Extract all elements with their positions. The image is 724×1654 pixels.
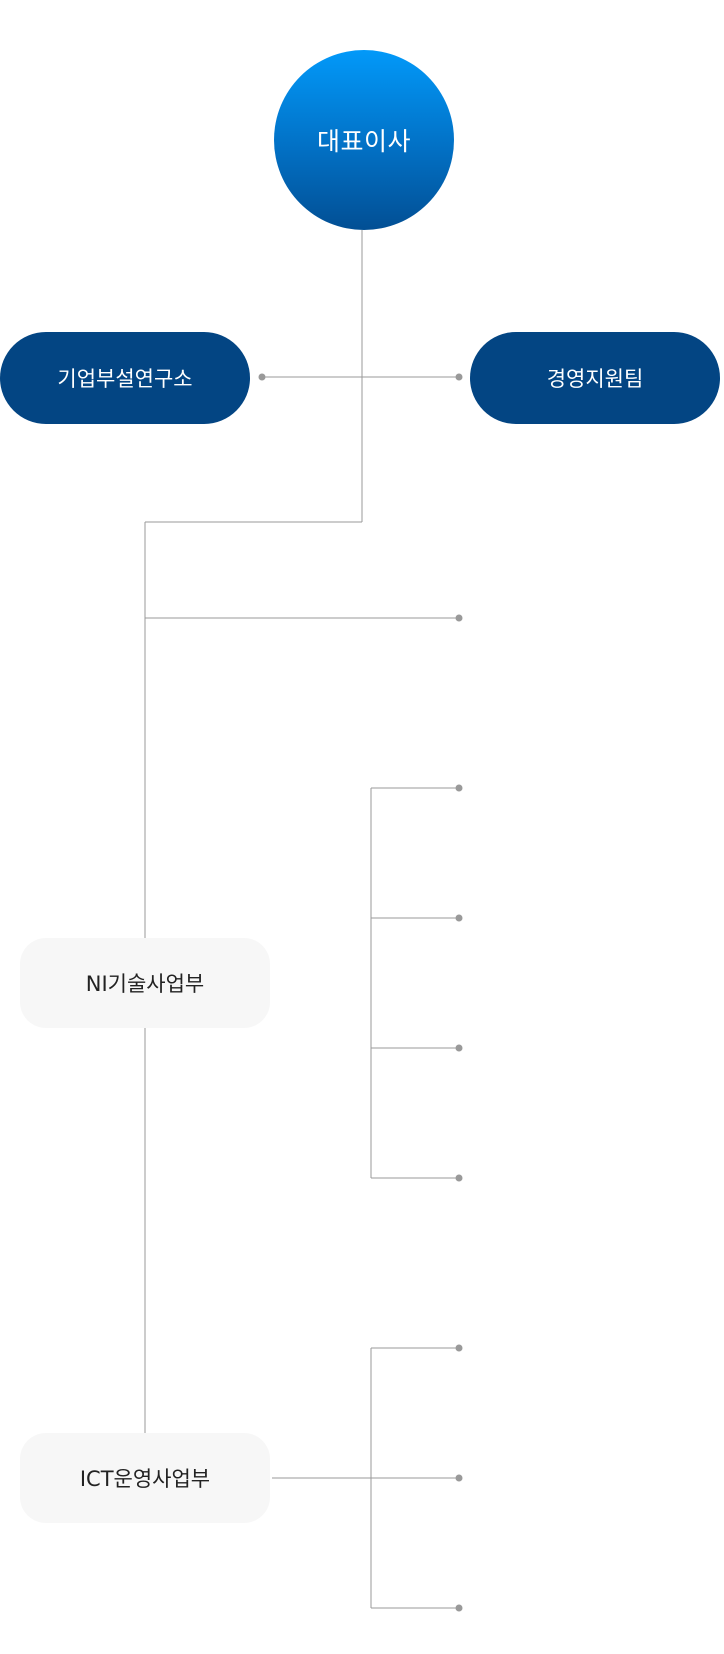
connector-dot — [455, 1174, 463, 1182]
connector-dot — [455, 784, 463, 792]
ceo-label: 대표이사 — [316, 127, 411, 156]
connector-dot — [455, 1604, 463, 1612]
ceo-node: 대표이사 — [274, 50, 454, 230]
connector-dot — [258, 373, 266, 381]
management-support-node: 경영지원팀 — [470, 332, 720, 424]
connector-dot — [455, 614, 463, 622]
ict-division-label: ICT운영사업부 — [79, 1467, 211, 1491]
connector-dot — [455, 1474, 463, 1482]
connector-dot — [455, 373, 463, 381]
ict-division-node: ICT운영사업부 — [20, 1433, 270, 1523]
research-lab-node: 기업부설연구소 — [0, 332, 250, 424]
research-lab-label: 기업부설연구소 — [57, 367, 193, 391]
management-support-label: 경영지원팀 — [546, 367, 644, 391]
ni-division-label: NI기술사업부 — [85, 972, 205, 996]
ni-division-node: NI기술사업부 — [20, 938, 270, 1028]
connector-dot — [455, 914, 463, 922]
connector-dot — [455, 1044, 463, 1052]
connector-dot — [455, 1344, 463, 1352]
